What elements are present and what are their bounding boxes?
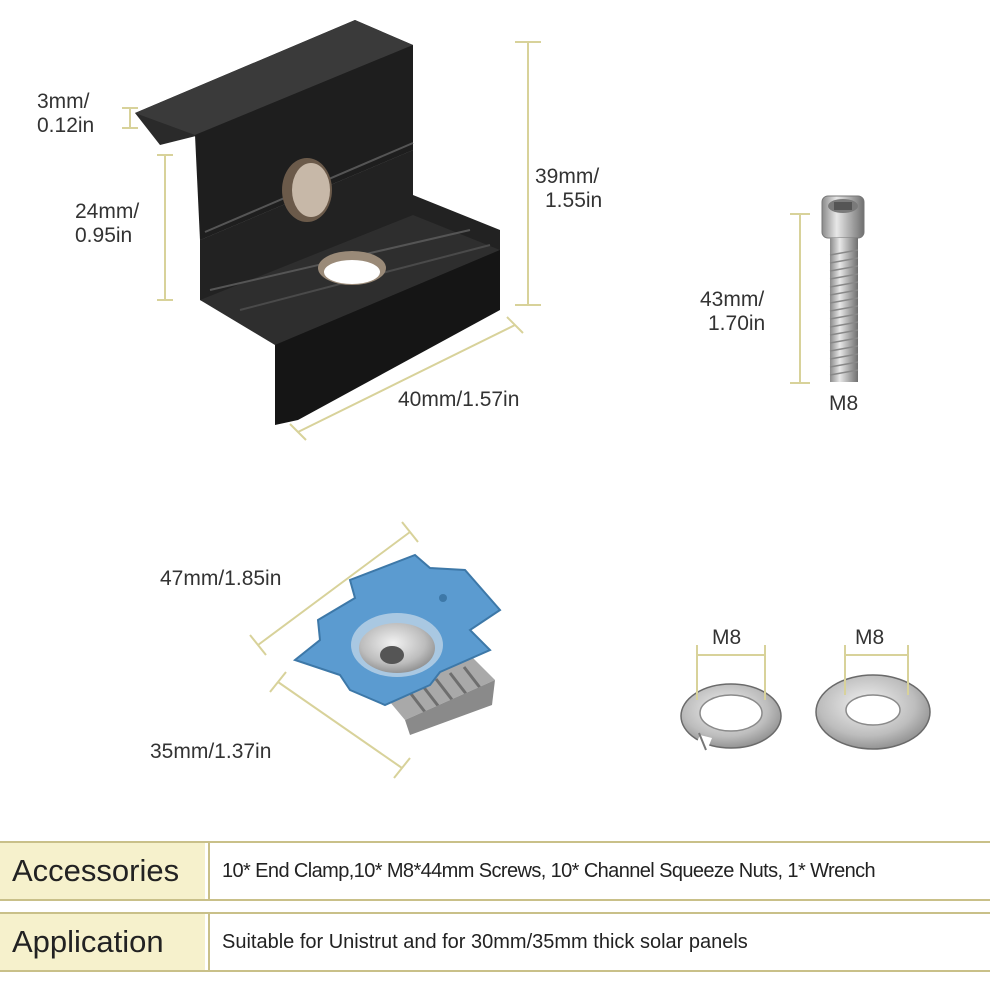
spring-washer-size-label: M8 xyxy=(712,626,742,649)
accessories-label: Accessories xyxy=(0,843,205,899)
screw-image xyxy=(821,195,865,382)
screw-dimension-line xyxy=(790,213,810,384)
clamp-height-label: 39mm/ 1.55in xyxy=(535,165,602,213)
clamp-inner-height-mm: 24mm/ xyxy=(75,200,140,223)
application-value: Suitable for Unistrut and for 30mm/35mm … xyxy=(208,914,990,970)
flat-washer-size-label: M8 xyxy=(855,626,885,649)
end-clamp-image xyxy=(135,20,500,425)
application-label: Application xyxy=(0,914,205,970)
application-row: Application Suitable for Unistrut and fo… xyxy=(0,912,990,972)
clamp-thickness-in: 0.12in xyxy=(37,114,95,137)
accessories-value: 10* End Clamp,10* M8*44mm Screws, 10* Ch… xyxy=(208,843,990,899)
clamp-inner-height-label: 24mm/ 0.95in xyxy=(75,200,139,248)
flat-washer-image xyxy=(815,674,931,750)
nut-dimension-lines xyxy=(249,521,419,779)
flat-washer-dimension-line xyxy=(844,645,909,695)
clamp-width-label: 40mm/1.57in xyxy=(398,388,520,411)
clamp-thickness-label: 3mm/ 0.12in xyxy=(37,90,94,138)
screw-length-mm: 43mm/ xyxy=(700,288,765,311)
clamp-height-mm: 39mm/ xyxy=(535,165,600,188)
spring-washer-dimension-line xyxy=(696,645,766,700)
screw-size-label: M8 xyxy=(829,392,859,415)
clamp-dimension-lines xyxy=(122,41,541,441)
clamp-inner-height-in: 0.95in xyxy=(75,224,133,247)
spring-washer-image xyxy=(680,683,782,751)
clamp-height-in: 1.55in xyxy=(545,189,603,212)
channel-nut-image xyxy=(292,553,502,735)
nut-width-label: 35mm/1.37in xyxy=(150,740,272,763)
screw-length-in: 1.70in xyxy=(708,312,766,335)
nut-length-label: 47mm/1.85in xyxy=(160,567,282,590)
accessories-row: Accessories 10* End Clamp,10* M8*44mm Sc… xyxy=(0,841,990,901)
screw-length-label: 43mm/ 1.70in xyxy=(700,288,765,336)
clamp-thickness-mm: 3mm/ xyxy=(37,90,90,113)
